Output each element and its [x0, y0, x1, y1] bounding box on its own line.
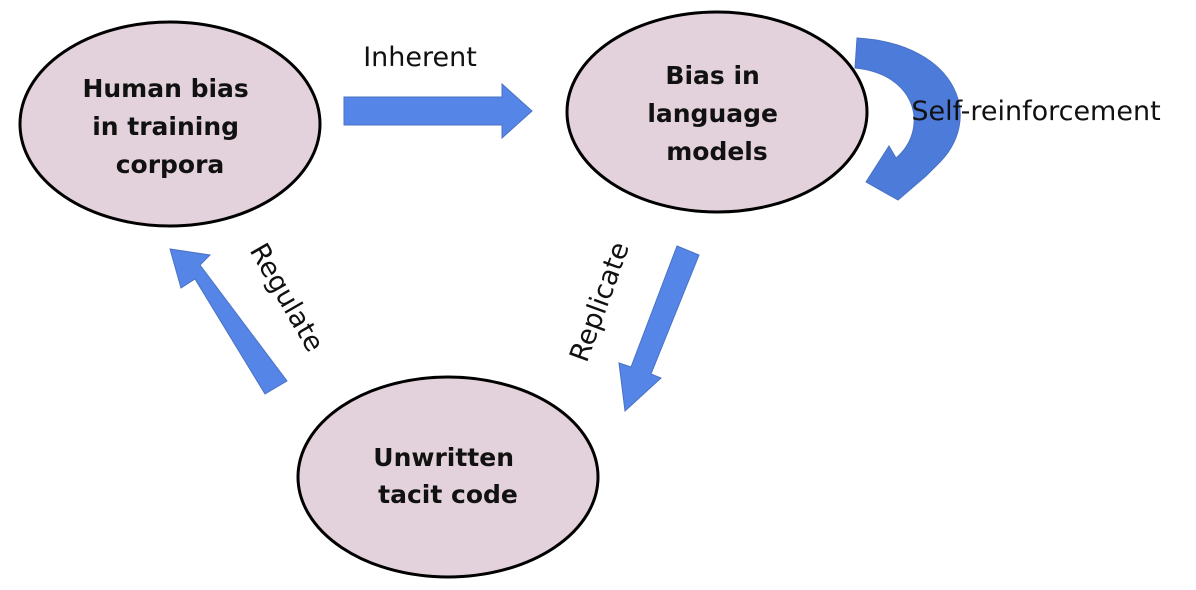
- arrow-replicate-label: Replicate: [564, 238, 636, 366]
- node-unwritten-code: Unwritten tacit code: [296, 375, 600, 579]
- node-unwritten-code-label: Unwritten tacit code: [373, 443, 522, 509]
- node-bias-lm-line-2: language: [647, 99, 778, 128]
- node-human-bias-label: Human bias in training corpora: [82, 74, 257, 179]
- node-human-bias-line-3: corpora: [116, 150, 225, 179]
- node-unwritten-code-line-2: tacit code: [378, 480, 518, 509]
- node-human-bias-ellipse: [18, 20, 322, 228]
- node-human-bias: Human bias in training corpora: [18, 20, 322, 228]
- arrow-self-reinforcement-label: Self-reinforcement: [911, 96, 1160, 127]
- node-bias-lm-line-3: models: [666, 137, 768, 166]
- arrow-replicate: [618, 245, 700, 413]
- node-bias-lm: Bias in language models: [565, 10, 869, 214]
- node-human-bias-line-2: in training: [92, 112, 239, 141]
- arrow-inherent: [343, 82, 533, 140]
- node-bias-lm-ellipse: [565, 10, 869, 214]
- arrow-inherent-label: Inherent: [363, 42, 477, 73]
- node-bias-lm-line-1: Bias in: [665, 61, 759, 90]
- node-unwritten-code-ellipse: [296, 375, 600, 579]
- node-unwritten-code-line-1: Unwritten: [373, 443, 514, 472]
- arrow-regulate: [169, 248, 288, 395]
- node-human-bias-line-1: Human bias: [82, 74, 248, 103]
- node-bias-lm-label: Bias in language models: [647, 61, 786, 166]
- arrow-self-reinforcement: [854, 37, 961, 201]
